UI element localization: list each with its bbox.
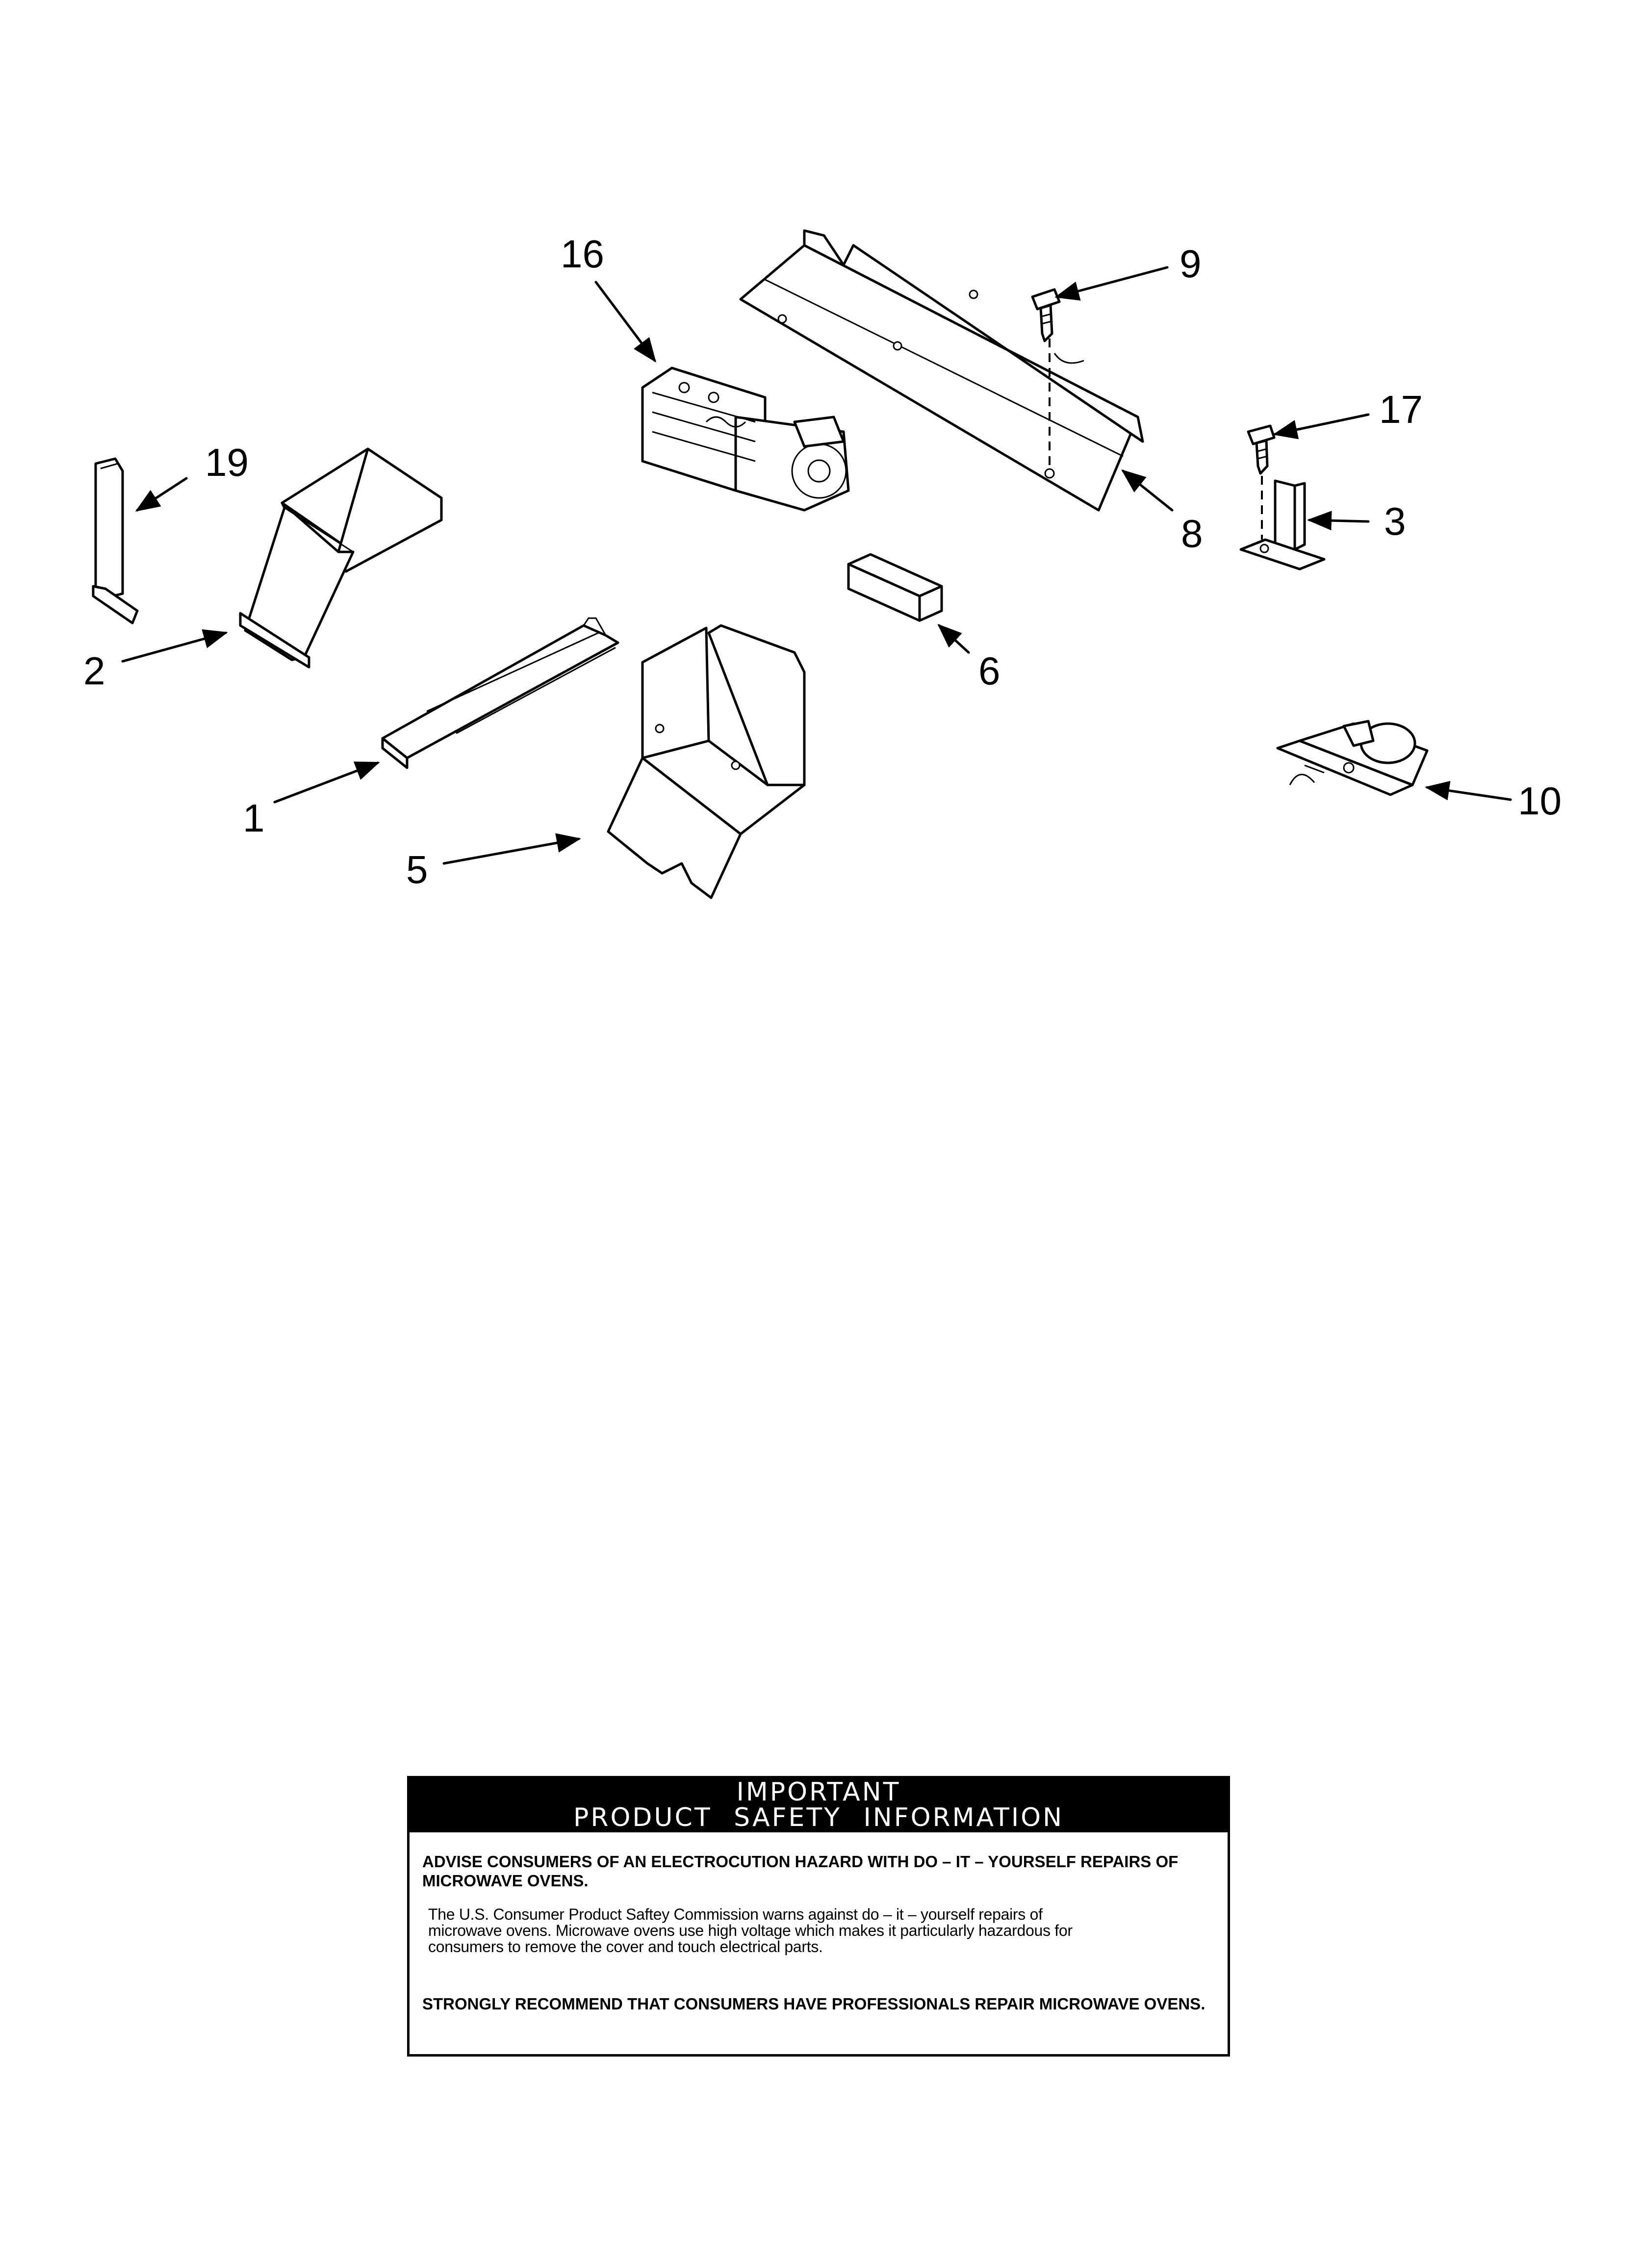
part-2-duct bbox=[239, 447, 443, 669]
safety-warning: ADVISE CONSUMERS OF AN ELECTROCUTION HAZ… bbox=[422, 1852, 1179, 1890]
callout-5: 5 bbox=[406, 848, 428, 891]
safety-paragraph-line1: The U.S. Consumer Product Saftey Commiss… bbox=[428, 1905, 1043, 1923]
callout-3: 3 bbox=[1384, 499, 1406, 543]
callout-10: 10 bbox=[1518, 779, 1562, 823]
callout-6: 6 bbox=[978, 649, 1001, 693]
safety-title-line1: IMPORTANT bbox=[736, 1777, 901, 1807]
safety-header: IMPORTANT PRODUCT SAFETY INFORMATION bbox=[410, 1778, 1228, 1832]
safety-recommendation: STRONGLY RECOMMEND THAT CONSUMERS HAVE P… bbox=[422, 1995, 1206, 2013]
part-1-rail bbox=[381, 617, 619, 769]
part-16-control-assembly bbox=[641, 366, 850, 512]
callout-1: 1 bbox=[243, 796, 265, 840]
part-9-screw bbox=[1031, 288, 1061, 342]
part-6-foam-block bbox=[847, 553, 943, 622]
part-3-bracket bbox=[1239, 479, 1326, 571]
part-17-screw bbox=[1247, 424, 1276, 475]
safety-paragraph-line3: consumers to remove the cover and touch … bbox=[428, 1938, 823, 1955]
part-19-strip bbox=[92, 457, 139, 625]
part-5-cover bbox=[607, 624, 806, 899]
callout-17: 17 bbox=[1379, 388, 1423, 431]
safety-information-box: IMPORTANT PRODUCT SAFETY INFORMATION ADV… bbox=[407, 1776, 1230, 2057]
callout-2: 2 bbox=[83, 649, 105, 693]
callout-19: 19 bbox=[205, 441, 249, 484]
leader-lines bbox=[121, 266, 1512, 865]
callout-8: 8 bbox=[1181, 512, 1203, 555]
part-10-timer-assembly bbox=[1276, 720, 1429, 796]
callout-16: 16 bbox=[561, 232, 604, 276]
safety-paragraph-line2: microwave ovens. Microwave ovens use hig… bbox=[428, 1922, 1073, 1939]
safety-body: ADVISE CONSUMERS OF AN ELECTROCUTION HAZ… bbox=[410, 1852, 1228, 2013]
part-8-channel bbox=[739, 229, 1144, 512]
safety-title-line2: PRODUCT SAFETY INFORMATION bbox=[573, 1803, 1064, 1832]
safety-paragraph: The U.S. Consumer Product Saftey Commiss… bbox=[422, 1906, 1213, 1955]
exploded-parts-diagram: 16 9 17 19 3 8 2 6 1 10 5 bbox=[83, 229, 1562, 899]
callout-9: 9 bbox=[1180, 242, 1202, 286]
